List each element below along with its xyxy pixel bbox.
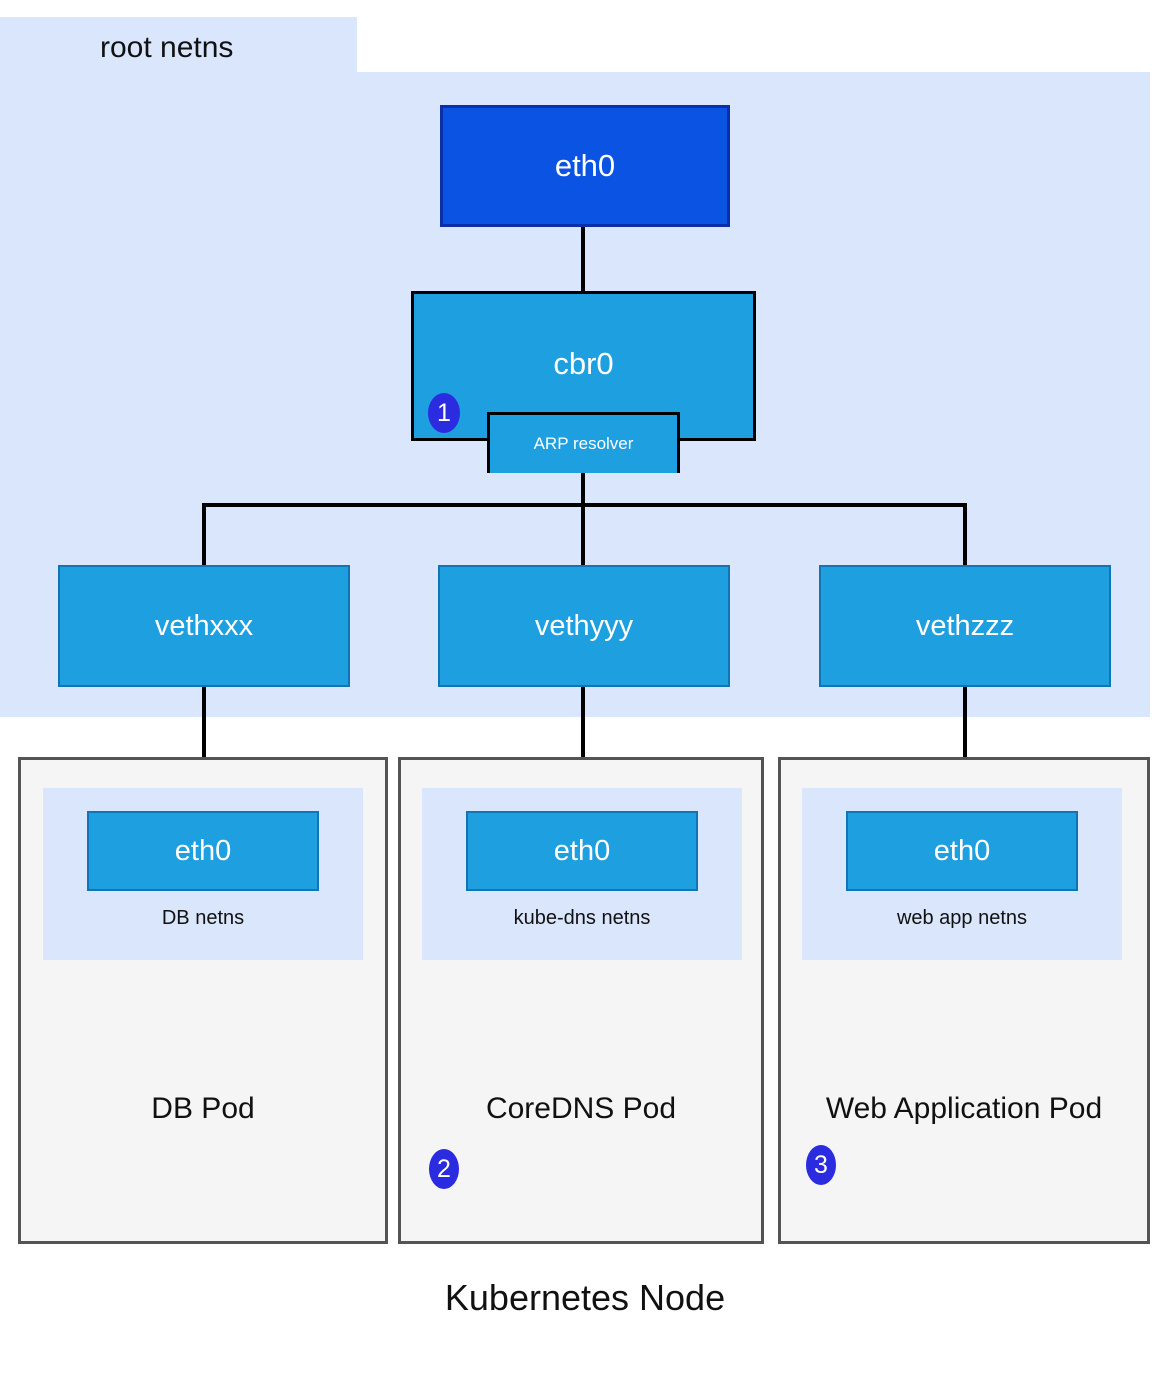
- connector-bus-to-vethzzz: [963, 503, 967, 567]
- badge-step-2-label: 2: [437, 1154, 451, 1183]
- diagram-title: Kubernetes Node: [444, 1277, 726, 1318]
- netns-label-kube-dns: kube-dns netns: [513, 907, 651, 929]
- pod-title-web-app: Web Application Pod: [825, 1092, 1103, 1125]
- node-vethxxx[interactable]: vethxxx: [58, 565, 350, 687]
- pod-title-coredns: CoreDNS Pod: [485, 1092, 677, 1125]
- connector-vethyyy-to-dns-eth0: [581, 686, 585, 813]
- node-arp-resolver-label: ARP resolver: [533, 434, 634, 453]
- node-eth0-db-pod[interactable]: eth0: [87, 811, 319, 891]
- node-vethzzz[interactable]: vethzzz: [819, 565, 1111, 687]
- netns-region-db: eth0 DB netns: [43, 788, 363, 960]
- badge-step-3-label: 3: [814, 1150, 828, 1179]
- netns-label-db: DB netns: [161, 907, 245, 929]
- node-eth0-web-app-pod-label: eth0: [933, 834, 991, 867]
- connector-vethzzz-to-web-eth0: [963, 686, 967, 813]
- root-netns-region-top: [0, 17, 357, 73]
- badge-step-1-label: 1: [437, 398, 451, 427]
- node-cbr0-label: cbr0: [553, 346, 614, 381]
- node-vethyyy-label: vethyyy: [534, 609, 634, 642]
- netns-region-web-app: eth0 web app netns: [802, 788, 1122, 960]
- node-vethzzz-label: vethzzz: [915, 609, 1015, 642]
- node-eth0-root-label: eth0: [554, 148, 616, 183]
- connector-bus-horizontal: [203, 503, 967, 507]
- connector-vethxxx-to-db-eth0: [202, 686, 206, 813]
- root-netns-label: root netns: [100, 31, 234, 64]
- node-vethxxx-label: vethxxx: [154, 609, 254, 642]
- node-eth0-root[interactable]: eth0: [440, 105, 730, 227]
- node-eth0-db-pod-label: eth0: [174, 834, 232, 867]
- node-eth0-web-app-pod[interactable]: eth0: [846, 811, 1078, 891]
- node-eth0-coredns-pod[interactable]: eth0: [466, 811, 698, 891]
- badge-step-2: 2: [429, 1149, 459, 1189]
- badge-step-3: 3: [806, 1145, 836, 1185]
- netns-region-kube-dns: eth0 kube-dns netns: [422, 788, 742, 960]
- badge-step-1: 1: [428, 393, 460, 433]
- pod-title-db: DB Pod: [151, 1092, 255, 1125]
- node-eth0-coredns-pod-label: eth0: [553, 834, 611, 867]
- node-vethyyy[interactable]: vethyyy: [438, 565, 730, 687]
- connector-arp-to-bus: [581, 473, 585, 567]
- connector-eth0-to-cbr0: [581, 227, 585, 293]
- netns-label-web-app: web app netns: [896, 907, 1028, 929]
- node-arp-resolver[interactable]: ARP resolver: [487, 412, 680, 473]
- connector-bus-to-vethxxx: [202, 503, 206, 567]
